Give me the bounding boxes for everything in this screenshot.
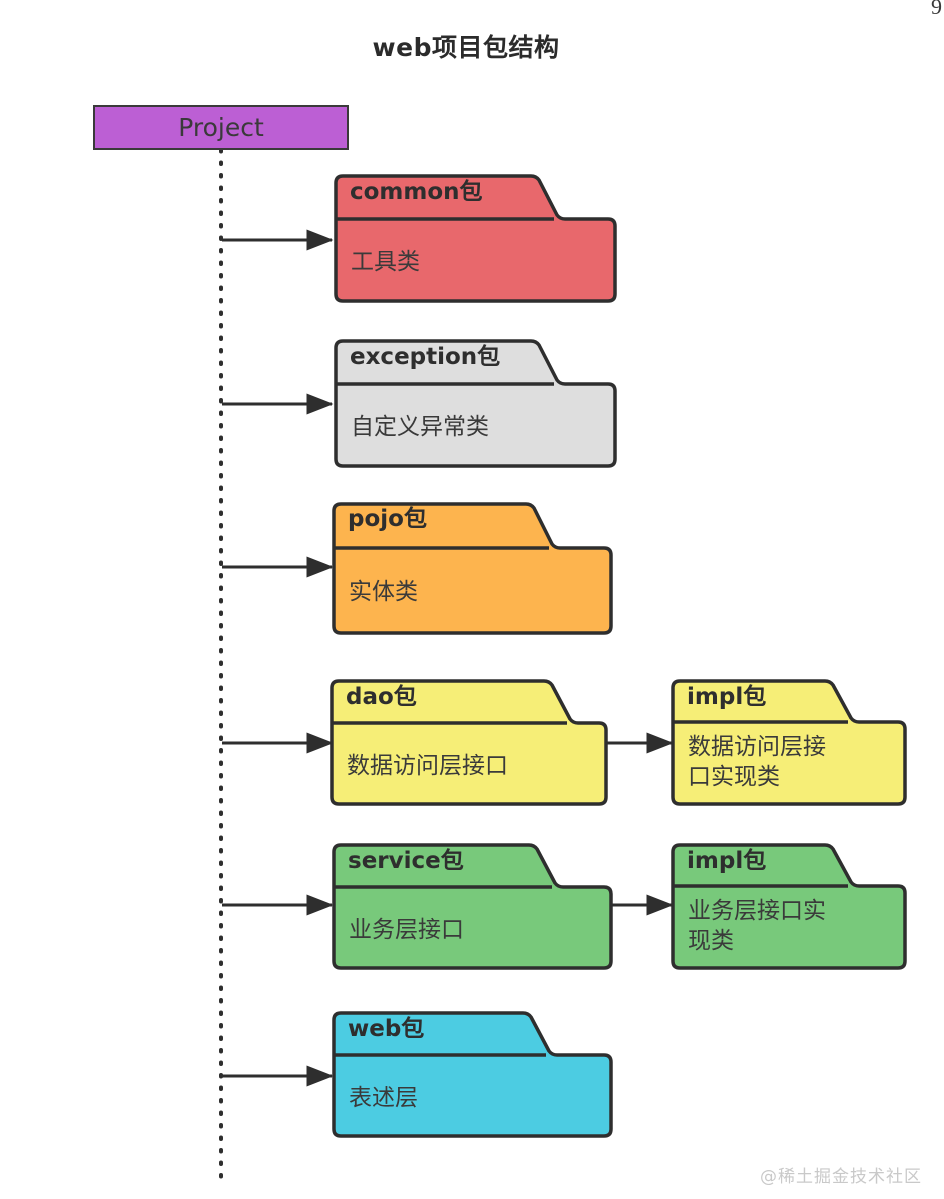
- node-exception[interactable]: exception包 自定义异常类: [332, 338, 617, 470]
- node-common-body-label: 工具类: [351, 249, 420, 275]
- folder-shape-dao-impl: [671, 679, 907, 806]
- folder-shape-exception: [334, 339, 617, 468]
- node-service-impl[interactable]: impl包 业务层接口实 现类: [669, 842, 909, 972]
- node-pojo-body-label: 实体类: [349, 579, 418, 605]
- watermark: @稀土掘金技术社区: [760, 1167, 922, 1187]
- node-service-impl-body-label: 业务层接口实 现类: [688, 898, 826, 955]
- folder-shape-service-impl: [671, 843, 907, 970]
- node-dao-impl-tab-label: impl包: [687, 684, 767, 710]
- folder-shape-service: [332, 843, 613, 970]
- folder-shape-common: [334, 174, 617, 303]
- node-web-tab-label: web包: [348, 1016, 425, 1042]
- node-service-body-label: 业务层接口: [349, 917, 464, 943]
- node-common-tab-label: common包: [350, 179, 483, 205]
- node-web-body-label: 表述层: [349, 1085, 418, 1111]
- node-service-impl-tab-label: impl包: [687, 848, 767, 874]
- node-exception-body-label: 自定义异常类: [351, 414, 489, 440]
- folder-shape-pojo: [332, 502, 613, 635]
- node-service[interactable]: service包 业务层接口: [330, 842, 615, 972]
- node-project[interactable]: Project: [93, 105, 349, 150]
- node-common[interactable]: common包 工具类: [332, 173, 617, 305]
- node-exception-tab-label: exception包: [350, 344, 501, 370]
- node-dao-tab-label: dao包: [346, 684, 417, 710]
- corner-mark: 9: [931, 0, 942, 19]
- folder-shape-web: [332, 1011, 613, 1138]
- node-service-tab-label: service包: [348, 848, 464, 874]
- node-pojo[interactable]: pojo包 实体类: [330, 500, 615, 637]
- node-dao-impl[interactable]: impl包 数据访问层接 口实现类: [669, 678, 909, 808]
- page-title: web项目包结构: [372, 33, 560, 62]
- folder-shape-dao: [330, 679, 608, 806]
- node-web[interactable]: web包 表述层: [330, 1010, 615, 1140]
- node-dao-impl-body-label: 数据访问层接 口实现类: [688, 734, 826, 791]
- node-dao[interactable]: dao包 数据访问层接口: [328, 678, 610, 808]
- node-pojo-tab-label: pojo包: [348, 506, 427, 532]
- node-dao-body-label: 数据访问层接口: [347, 753, 508, 779]
- node-project-label: Project: [178, 113, 264, 142]
